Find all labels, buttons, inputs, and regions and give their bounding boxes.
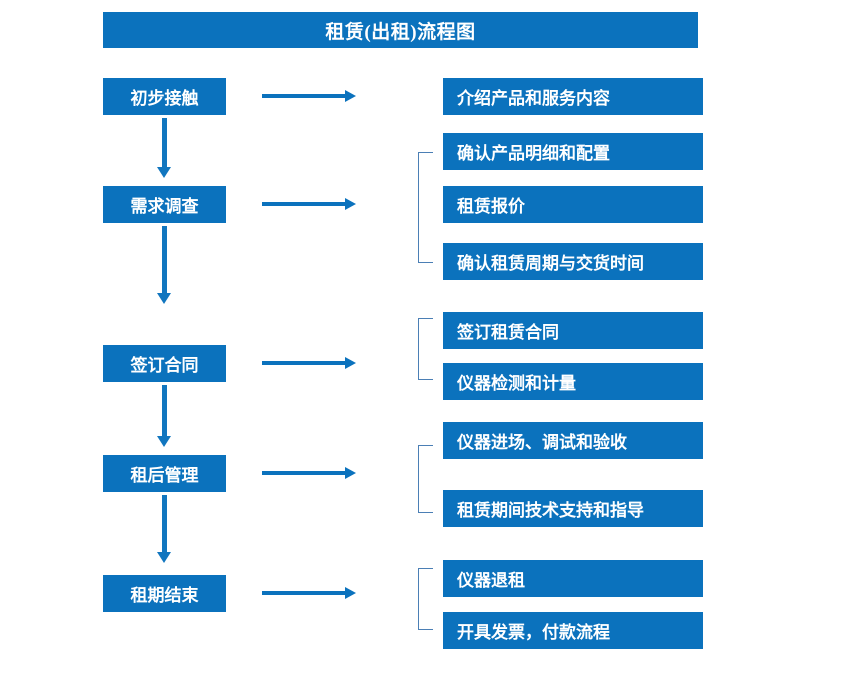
stage-connector-1-2 xyxy=(157,118,171,178)
group-bracket-5 xyxy=(418,568,433,630)
arrow-shaft xyxy=(162,226,167,294)
arrow-head xyxy=(345,357,356,369)
arrow-shaft xyxy=(262,94,346,98)
stage-arrow-2 xyxy=(262,198,356,210)
detail-box-3-2[interactable]: 仪器检测和计量 xyxy=(443,363,703,400)
stage-connector-2-3 xyxy=(157,226,171,304)
detail-box-5-1[interactable]: 仪器退租 xyxy=(443,560,703,597)
stage-box-5[interactable]: 租期结束 xyxy=(103,575,226,612)
stage-arrow-3 xyxy=(262,357,356,369)
page-title: 租赁(出租)流程图 xyxy=(103,12,698,48)
detail-box-4-1[interactable]: 仪器进场、调试和验收 xyxy=(443,422,703,459)
detail-box-2-3[interactable]: 确认租赁周期与交货时间 xyxy=(443,243,703,280)
stage-box-2[interactable]: 需求调查 xyxy=(103,186,226,223)
arrow-shaft xyxy=(262,471,346,475)
stage-connector-3-4 xyxy=(157,385,171,447)
stage-connector-4-5 xyxy=(157,495,171,563)
arrow-head xyxy=(157,436,171,447)
stage-box-1[interactable]: 初步接触 xyxy=(103,78,226,115)
stage-box-4[interactable]: 租后管理 xyxy=(103,455,226,492)
arrow-shaft xyxy=(262,591,346,595)
detail-box-2-2[interactable]: 租赁报价 xyxy=(443,186,703,223)
detail-box-5-2[interactable]: 开具发票，付款流程 xyxy=(443,612,703,649)
stage-arrow-4 xyxy=(262,467,356,479)
arrow-head xyxy=(345,90,356,102)
stage-box-3[interactable]: 签订合同 xyxy=(103,345,226,382)
arrow-shaft xyxy=(162,118,167,168)
stage-arrow-5 xyxy=(262,587,356,599)
arrow-shaft xyxy=(262,202,346,206)
arrow-head xyxy=(157,552,171,563)
arrow-head xyxy=(157,167,171,178)
stage-arrow-1 xyxy=(262,90,356,102)
detail-box-3-1[interactable]: 签订租赁合同 xyxy=(443,312,703,349)
arrow-head xyxy=(345,198,356,210)
arrow-head xyxy=(157,293,171,304)
group-bracket-2 xyxy=(418,152,433,263)
arrow-head xyxy=(345,467,356,479)
detail-box-2-1[interactable]: 确认产品明细和配置 xyxy=(443,133,703,170)
arrow-shaft xyxy=(262,361,346,365)
arrow-shaft xyxy=(162,495,167,553)
group-bracket-3 xyxy=(418,318,433,380)
detail-box-1-1[interactable]: 介绍产品和服务内容 xyxy=(443,78,703,115)
group-bracket-4 xyxy=(418,445,433,513)
arrow-head xyxy=(345,587,356,599)
arrow-shaft xyxy=(162,385,167,437)
detail-box-4-2[interactable]: 租赁期间技术支持和指导 xyxy=(443,490,703,527)
